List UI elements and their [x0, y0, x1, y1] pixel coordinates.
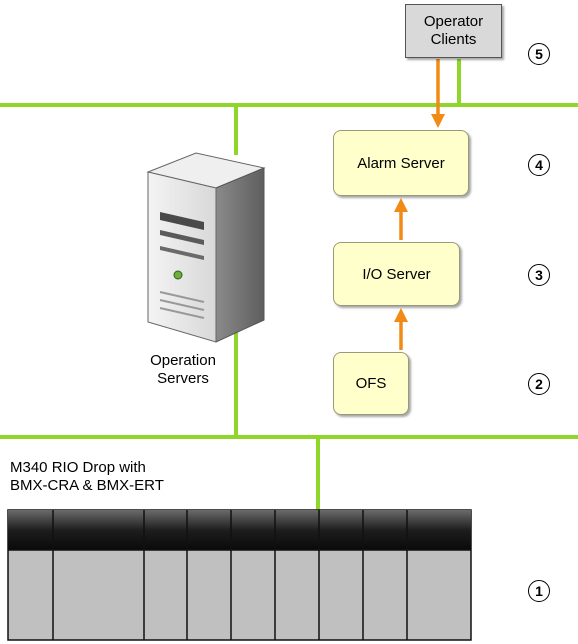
rack-module-dividers [52, 510, 408, 640]
badge-3: 3 [528, 264, 550, 286]
badge-5: 5 [528, 43, 550, 65]
operator-clients-line1: Operator [423, 13, 484, 30]
ofs-label: OFS [355, 375, 387, 392]
server-drive-bay-2 [160, 230, 204, 245]
alarm-server-label: Alarm Server [357, 154, 445, 172]
server-drive-bay-3 [160, 246, 204, 260]
operation-servers-line2: Servers [157, 370, 209, 387]
network-lines [0, 59, 578, 510]
badge-1: 1 [528, 580, 550, 602]
m340-rio-rack [7, 509, 472, 641]
operation-servers-label: Operation Servers [130, 352, 236, 388]
server-front-face [147, 171, 217, 343]
server-tower-icon [146, 152, 266, 343]
io-server-label: I/O Server [362, 265, 431, 283]
ofs-to-io-arrow-head [394, 308, 408, 322]
io-to-alarm-arrow-head [394, 198, 408, 212]
operator-clients-box: Operator Clients [405, 4, 502, 58]
ofs-box: OFS [333, 352, 409, 415]
alarm-server-box: Alarm Server [333, 130, 469, 196]
rio-drop-line2: BMX-CRA & BMX-ERT [10, 477, 164, 494]
operator-clients-line2: Clients [430, 31, 477, 48]
operation-servers-line1: Operation [150, 352, 216, 369]
rio-drop-line1: M340 RIO Drop with [10, 459, 146, 476]
client-to-alarm-arrow-head [431, 114, 445, 128]
badge-2: 2 [528, 373, 550, 395]
server-power-led [173, 270, 183, 280]
data-flow-arrows [394, 59, 445, 350]
badge-4: 4 [528, 154, 550, 176]
server-side-face [215, 167, 265, 343]
server-drive-bay-1 [160, 212, 204, 230]
io-server-box: I/O Server [333, 242, 460, 306]
rio-drop-label: M340 RIO Drop with BMX-CRA & BMX-ERT [10, 459, 164, 495]
